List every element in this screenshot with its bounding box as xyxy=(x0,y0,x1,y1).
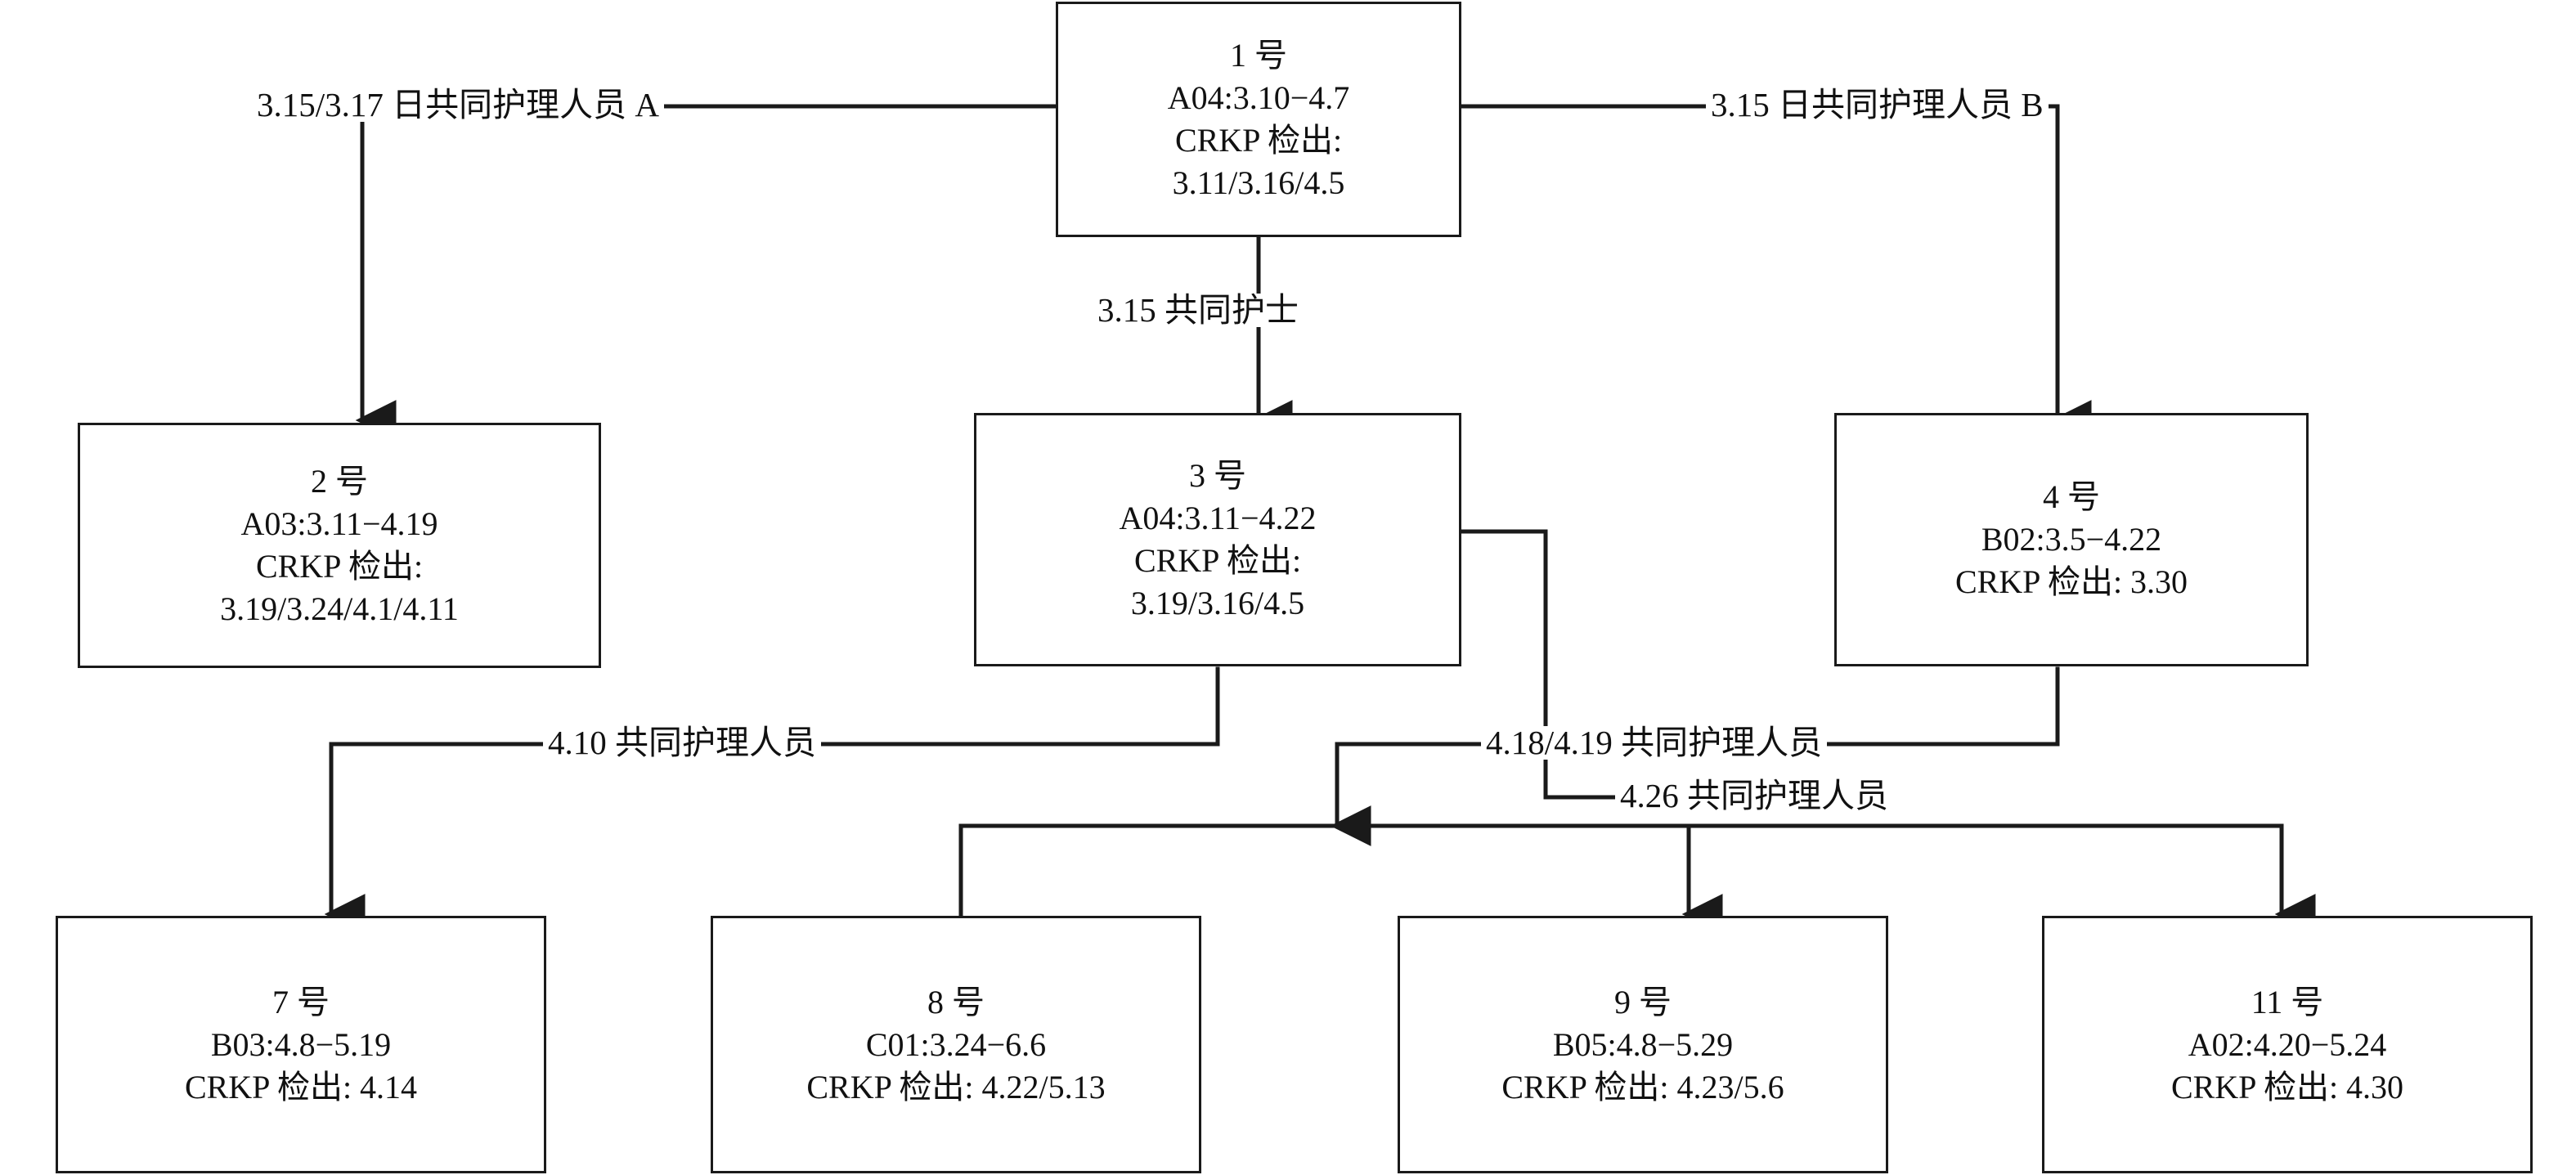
node-case3-line-3: 3.19/3.16/4.5 xyxy=(1130,585,1305,621)
node-case2-line-0: 2 号 xyxy=(311,463,368,500)
node-case4-line-2: CRKP 检出: 3.30 xyxy=(1954,563,2188,600)
node-case3-line-2: CRKP 检出: xyxy=(1133,542,1302,579)
node-case8[interactable]: 8 号 C01:3.24−6.6 CRKP 检出: 4.22/5.13 xyxy=(711,916,1201,1173)
node-case11-line-1: A02:4.20−5.24 xyxy=(2188,1025,2387,1063)
edge-case1-to-case2 xyxy=(355,104,1058,441)
node-case11[interactable]: 11 号 A02:4.20−5.24 CRKP 检出: 4.30 xyxy=(2042,916,2533,1173)
node-case3-line-0: 3 号 xyxy=(1189,457,1246,494)
node-case4[interactable]: 4 号 B02:3.5−4.22 CRKP 检出: 3.30 xyxy=(1834,413,2309,666)
node-case4-line-1: B02:3.5−4.22 xyxy=(1981,521,2162,558)
node-case2-line-1: A03:3.11−4.19 xyxy=(240,505,438,542)
node-case8-line-2: CRKP 检出: 4.22/5.13 xyxy=(806,1068,1106,1105)
edge-label-426: 4.26 共同护理人员 xyxy=(1615,779,1893,813)
edge-label-case3-to-case7: 4.10 共同护理人员 xyxy=(543,726,821,760)
node-case7[interactable]: 7 号 B03:4.8−5.19 CRKP 检出: 4.14 xyxy=(56,916,546,1173)
edge-case1-to-case4 xyxy=(1459,104,2092,441)
node-case2-line-3: 3.19/3.24/4.1/4.11 xyxy=(220,590,459,627)
node-case2[interactable]: 2 号 A03:3.11−4.19 CRKP 检出: 3.19/3.24/4.1… xyxy=(78,423,601,668)
node-case3-line-1: A04:3.11−4.22 xyxy=(1119,500,1317,536)
node-case11-line-2: CRKP 检出: 4.30 xyxy=(2170,1068,2404,1105)
node-case7-line-2: CRKP 检出: 4.14 xyxy=(184,1068,418,1105)
edge-label-418-419: 4.18/4.19 共同护理人员 xyxy=(1481,726,1828,760)
node-case4-line-0: 4 号 xyxy=(2043,478,2100,515)
node-case2-line-2: CRKP 检出: xyxy=(255,548,424,585)
node-case8-line-1: C01:3.24−6.6 xyxy=(865,1025,1047,1063)
edge-label-case1-to-case3: 3.15 共同护士 xyxy=(1093,294,1304,327)
edge-label-case1-to-case4: 3.15 日共同护理人员 B xyxy=(1706,88,2049,122)
node-case9-line-2: CRKP 检出: 4.23/5.6 xyxy=(1501,1068,1784,1105)
node-case9[interactable]: 9 号 B05:4.8−5.29 CRKP 检出: 4.23/5.6 xyxy=(1398,916,1888,1173)
node-case11-line-0: 11 号 xyxy=(2251,983,2324,1020)
node-case1-line-1: A04:3.10−4.7 xyxy=(1167,79,1350,116)
node-case9-line-0: 9 号 xyxy=(1614,983,1672,1020)
node-case8-line-0: 8 号 xyxy=(927,983,985,1020)
node-case1-line-0: 1 号 xyxy=(1230,37,1287,74)
node-case7-line-1: B03:4.8−5.19 xyxy=(210,1025,392,1063)
node-case1[interactable]: 1 号 A04:3.10−4.7 CRKP 检出: 3.11/3.16/4.5 xyxy=(1056,2,1461,237)
node-case3[interactable]: 3 号 A04:3.11−4.22 CRKP 检出: 3.19/3.16/4.5 xyxy=(974,413,1461,666)
node-case1-line-3: 3.11/3.16/4.5 xyxy=(1172,164,1345,201)
node-case9-line-1: B05:4.8−5.29 xyxy=(1552,1025,1734,1063)
node-case1-line-2: CRKP 检出: xyxy=(1174,122,1343,159)
edge-label-case1-to-case2: 3.15/3.17 日共同护理人员 A xyxy=(252,88,664,122)
node-case7-line-0: 7 号 xyxy=(272,983,330,1020)
edge-case3-to-case7 xyxy=(324,666,1220,935)
